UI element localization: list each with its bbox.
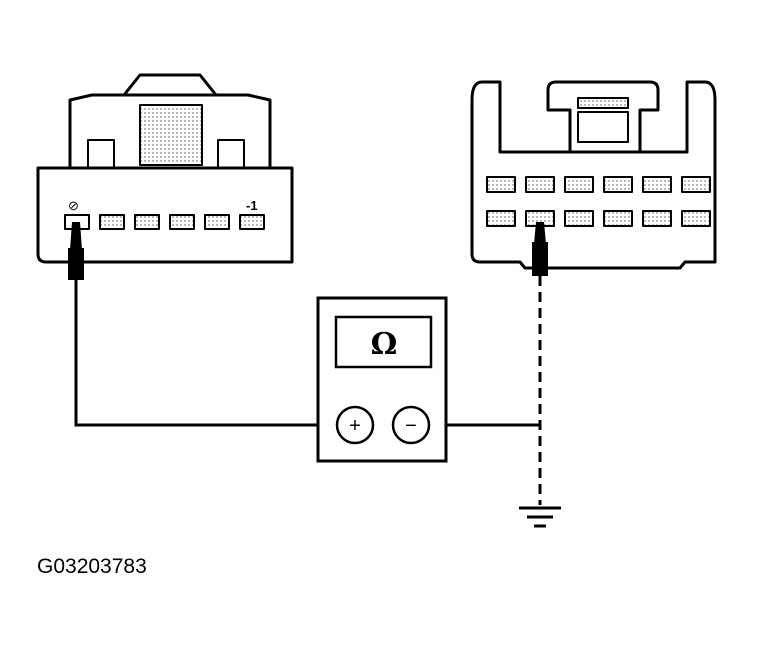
minus-terminal-label: − <box>405 415 417 437</box>
ground-icon <box>519 506 561 528</box>
plus-terminal <box>335 405 375 445</box>
ohm-symbol: Ω <box>371 327 398 362</box>
connector-left <box>36 73 294 264</box>
connector-left-pin-first-mark: ⊘ <box>68 198 79 213</box>
plus-terminal-label: + <box>349 415 361 437</box>
minus-terminal <box>391 405 431 445</box>
connector-left-pin-last-mark: -1 <box>246 198 258 213</box>
ohmmeter <box>316 296 448 463</box>
figure-reference: G03203783 <box>37 555 147 578</box>
probe-right <box>532 222 548 276</box>
wire-positive <box>74 280 336 427</box>
probe-left <box>68 222 84 280</box>
connector-right <box>470 80 717 270</box>
